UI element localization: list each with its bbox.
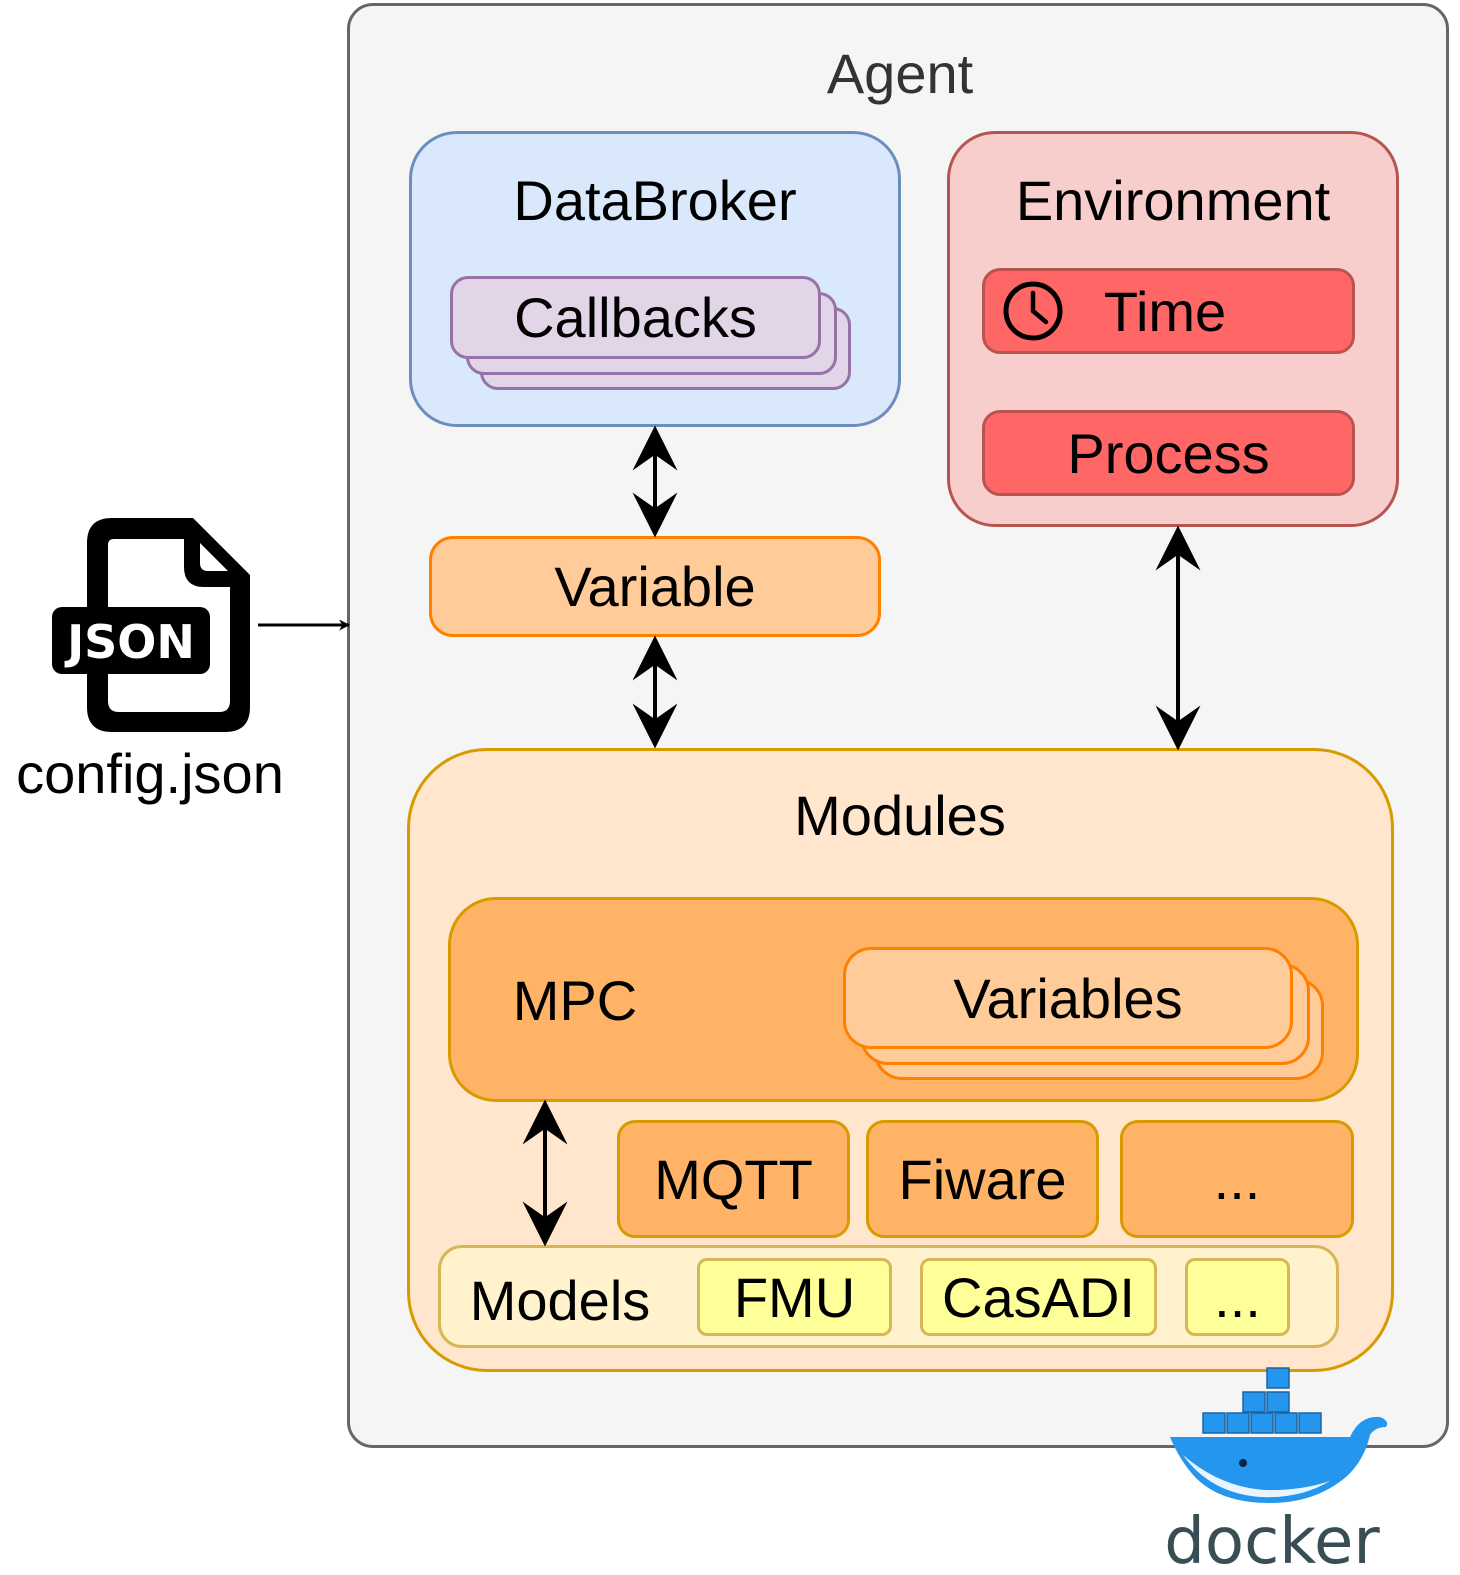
- casadi-box: CasADI: [920, 1258, 1157, 1336]
- json-badge: JSON: [64, 615, 195, 669]
- time-label: Time: [1103, 279, 1227, 343]
- databroker-title: DataBroker: [513, 168, 797, 232]
- callbacks-box: Callbacks: [450, 276, 821, 359]
- time-box: [982, 268, 1355, 354]
- fmu-box: FMU: [697, 1258, 892, 1336]
- agent-title: Agent: [826, 41, 974, 105]
- clock-icon: [1003, 281, 1063, 341]
- models-label: Models: [469, 1268, 651, 1332]
- config-filename: config.json: [16, 741, 284, 805]
- docker-wordmark: docker: [1164, 1505, 1380, 1570]
- mpc-label: MPC: [512, 968, 638, 1032]
- more-communicators-box: ...: [1120, 1120, 1354, 1238]
- variable-box: Variable: [429, 536, 881, 637]
- fiware-box: Fiware: [866, 1120, 1099, 1238]
- modules-title: Modules: [794, 783, 1006, 847]
- json-file-icon: JSON: [52, 518, 250, 732]
- environment-title: Environment: [1015, 168, 1331, 232]
- process-box: Process: [982, 410, 1355, 496]
- variables-box: Variables: [843, 947, 1293, 1049]
- docker-whale-icon: docker: [1164, 1367, 1388, 1570]
- more-models-box: ...: [1185, 1258, 1290, 1336]
- mqtt-box: MQTT: [617, 1120, 850, 1238]
